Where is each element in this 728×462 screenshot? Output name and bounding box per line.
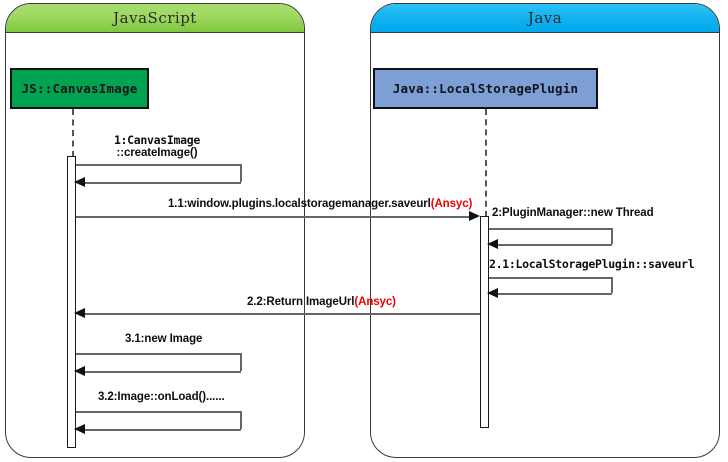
message-1-1-async-tag: (Ansyc) (430, 198, 473, 210)
message-2-2-label-text: 2.2:Return ImageUrl (247, 296, 355, 308)
message-1-1-line (76, 216, 471, 218)
message-1-label-line2: ::createImage() (116, 147, 198, 159)
frame-javascript-title: JavaScript (6, 4, 304, 33)
message-1-line-turn (240, 164, 242, 182)
message-2-label: 2:PluginManager::new Thread (492, 207, 654, 219)
message-2-1-line-out (489, 277, 613, 279)
message-1-label: 1:CanvasImage ::createImage() (77, 133, 237, 159)
message-2-2-line (84, 313, 480, 315)
message-2-1-line-back (497, 293, 612, 295)
message-3-2-line-turn (240, 411, 242, 429)
message-3-2-arrowhead (74, 424, 85, 434)
message-1-1-label-text: 1.1:window.plugins.localstoragemanager.s… (168, 198, 431, 210)
message-2-2-label: 2.2:Return ImageUrl(Ansyc) (247, 296, 396, 308)
message-3-2-line-out (76, 411, 242, 413)
participant-java-localstorageplugin[interactable]: Java::LocalStoragePlugin (373, 68, 598, 109)
message-2-2-arrowhead (74, 308, 85, 318)
message-2-1-arrowhead (487, 288, 498, 298)
frame-java-title: Java (371, 4, 719, 33)
message-2-arrowhead (487, 239, 498, 249)
message-1-line-out (76, 164, 242, 166)
message-3-1-line-out (76, 353, 242, 355)
message-1-arrowhead (74, 177, 85, 187)
message-2-line-out (489, 228, 613, 230)
message-3-1-line-turn (240, 353, 242, 371)
activation-localstorageplugin (480, 216, 489, 428)
frame-java: Java (370, 3, 720, 458)
activation-canvasimage (67, 156, 76, 448)
message-3-2-label: 3.2:Image::onLoad()...... (98, 391, 225, 403)
message-1-label-line1: 1:CanvasImage (113, 133, 201, 147)
message-1-1-arrowhead (469, 211, 480, 221)
lifeline-localstorageplugin (485, 109, 487, 217)
message-2-2-async-tag: (Ansyc) (354, 296, 396, 308)
message-1-1-label: 1.1:window.plugins.localstoragemanager.s… (168, 198, 472, 210)
message-2-1-label: 2.1:LocalStoragePlugin::saveurl (489, 257, 695, 271)
message-3-2-line-back (84, 429, 241, 431)
participant-js-canvasimage[interactable]: JS::CanvasImage (10, 68, 149, 109)
message-2-line-back (497, 244, 612, 246)
message-3-1-line-back (84, 371, 241, 373)
message-3-1-arrowhead (74, 366, 85, 376)
message-1-line-back (84, 182, 241, 184)
message-2-1-line-turn (611, 277, 613, 293)
message-2-line-turn (611, 228, 613, 244)
lifeline-canvasimage (72, 109, 74, 157)
message-3-1-label: 3.1:new Image (125, 333, 203, 345)
